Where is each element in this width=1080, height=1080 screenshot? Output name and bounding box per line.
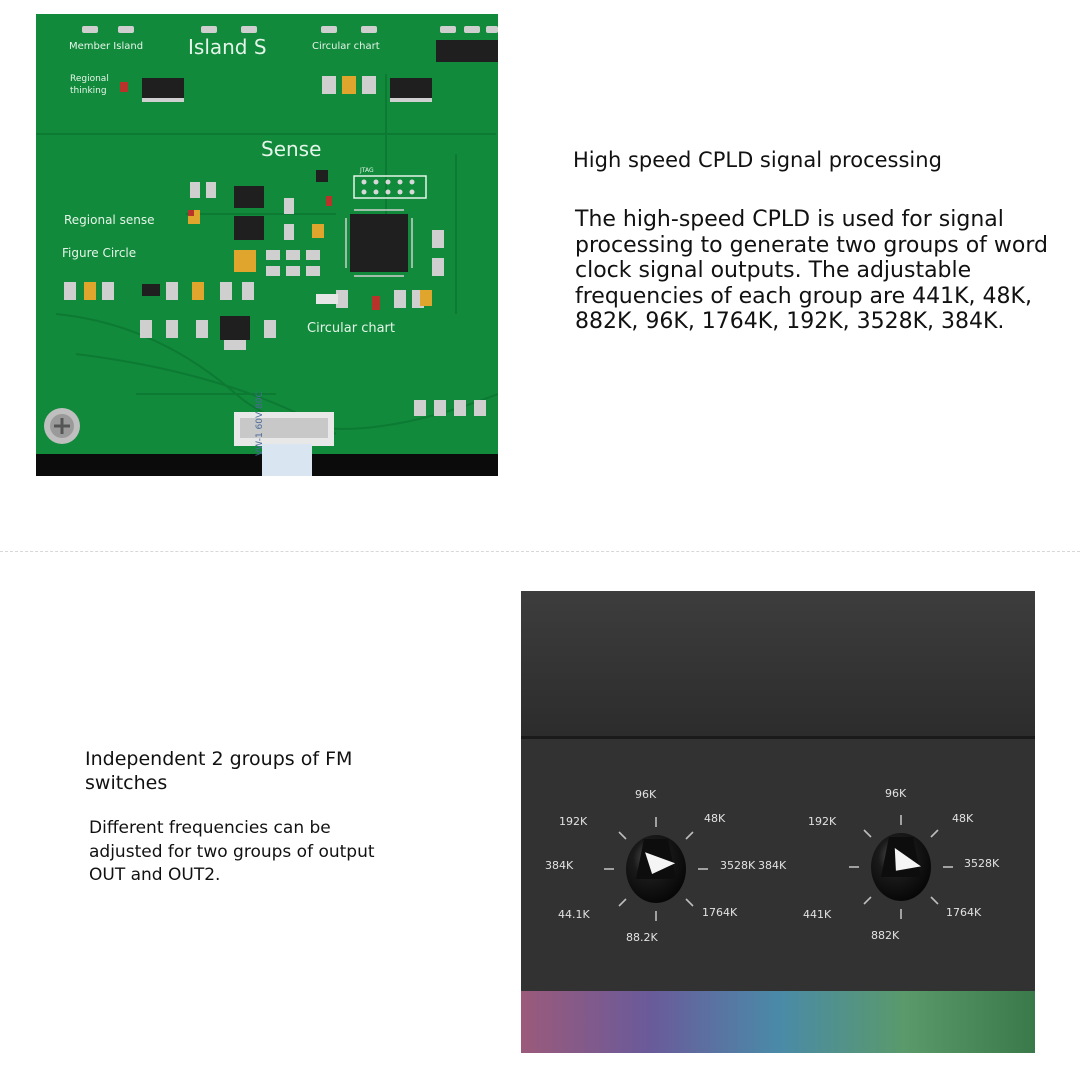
section-body-fm-switches: Different frequencies can be adjusted fo… (89, 818, 375, 885)
knob1-label-192k: 192K (559, 815, 588, 828)
pcb-photo: Member Island Island S Circular chart Re… (36, 14, 498, 476)
knob1-label-384k-left: 384K (545, 859, 574, 872)
knob1-label-48k: 48K (704, 812, 726, 825)
knob2-label-1764k: 1764K (946, 906, 982, 919)
section-title-cpld: High speed CPLD signal processing (573, 148, 942, 172)
knob2-label-192k: 192K (808, 815, 837, 828)
section-body-cpld: The high-speed CPLD is used for signal p… (575, 207, 1048, 334)
pcb-label-circular-chart-top: Circular chart (312, 41, 380, 52)
section-title-fm-switches: Independent 2 groups of FM switches (85, 748, 353, 794)
knob1-label-441k: 44.1K (558, 908, 590, 921)
pcb-label-regional-sense: Regional sense (64, 213, 155, 227)
knob1-label-96k: 96K (635, 788, 657, 801)
knob2-label-48k: 48K (952, 812, 974, 825)
device-panel-illustration (521, 591, 1035, 1053)
knob2-label-96k: 96K (885, 787, 907, 800)
section-divider (0, 551, 1080, 552)
knob2-label-441k: 441K (803, 908, 832, 921)
pcb-label-member-island: Member Island (69, 41, 144, 52)
knob1-label-384k-right: 384K (758, 859, 787, 872)
pcb-label-jtag: JTAG (360, 167, 374, 174)
knob1-label-1764k: 1764K (702, 906, 738, 919)
pcb-board-illustration (36, 14, 498, 476)
pcb-cable-text: VW-1 60V 80C (255, 391, 265, 456)
frequency-knob-1[interactable] (626, 835, 686, 903)
pcb-label-regional-thinking: Regional thinking (70, 74, 109, 96)
knob1-label-3528k: 3528K (720, 859, 756, 872)
device-photo: 96K 48K 3528K 384K 1764K 88.2K 44.1K 384… (521, 591, 1035, 1053)
pcb-label-circular-chart-bottom: Circular chart (307, 321, 395, 336)
frequency-knob-2[interactable] (871, 833, 931, 901)
knob2-label-3528k: 3528K (964, 857, 1000, 870)
pcb-label-figure-circle: Figure Circle (62, 246, 137, 260)
knob2-label-882k: 882K (871, 929, 900, 942)
pcb-label-sense: Sense (261, 137, 322, 161)
knob1-label-882k: 88.2K (626, 931, 658, 944)
pcb-label-island-s: Island S (188, 35, 267, 59)
